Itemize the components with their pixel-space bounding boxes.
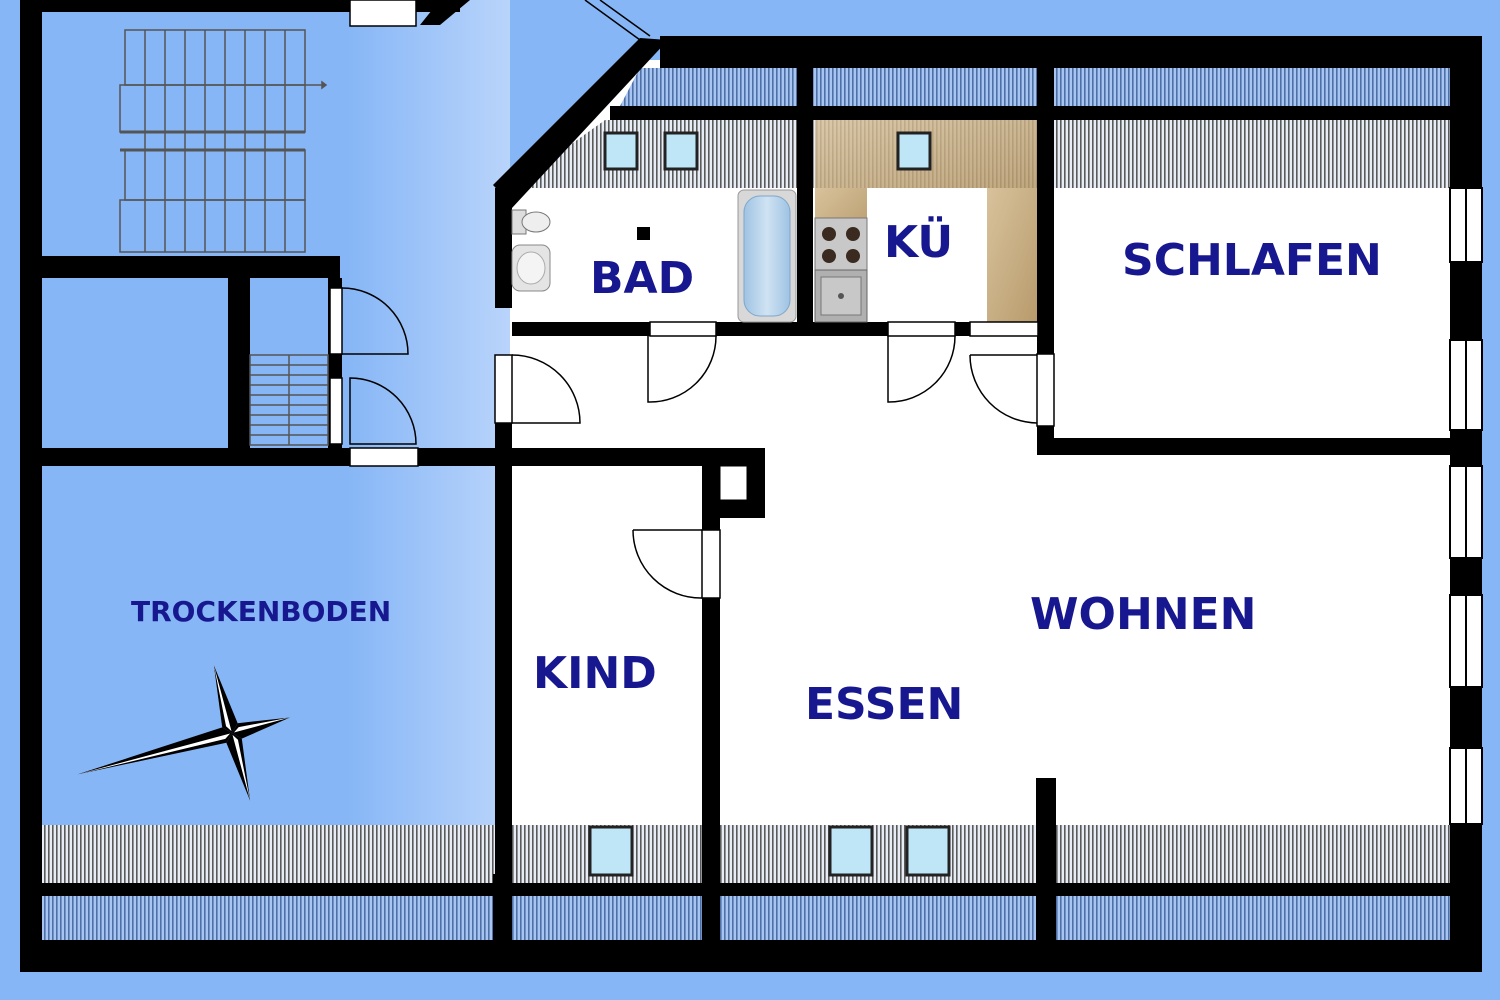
bottom-slope-hatch (40, 825, 1450, 941)
room-label-essen: ESSEN (805, 679, 963, 730)
compass-rose-icon (77, 665, 290, 801)
skylight-window-icon (603, 131, 639, 171)
drain-icon (637, 227, 650, 240)
stove-icon (814, 217, 868, 271)
room-label-trockenboden: TROCKENBODEN (131, 595, 391, 628)
kitchen-sink-icon (814, 269, 868, 323)
right-windows (1449, 187, 1483, 825)
room-label-wohnen: WOHNEN (1030, 589, 1256, 640)
skylights (588, 131, 951, 877)
skylight-window-icon (905, 825, 951, 877)
skylight-window-icon (663, 131, 699, 171)
toilet-icon (511, 209, 551, 235)
sink-icon (511, 244, 551, 292)
skylight-window-icon (588, 825, 634, 877)
doors (329, 0, 1055, 599)
bathtub-icon (737, 189, 797, 323)
room-label-schlafen: SCHLAFEN (1122, 235, 1382, 286)
room-label-kind: KIND (533, 648, 657, 699)
room-label-bad: BAD (590, 253, 694, 304)
skylight-window-icon (896, 131, 932, 171)
room-label-kueche: KÜ (884, 215, 953, 268)
attic-area (40, 0, 510, 880)
staircase-icon (119, 29, 329, 446)
walls (20, 0, 1482, 972)
skylight-window-icon (828, 825, 874, 877)
